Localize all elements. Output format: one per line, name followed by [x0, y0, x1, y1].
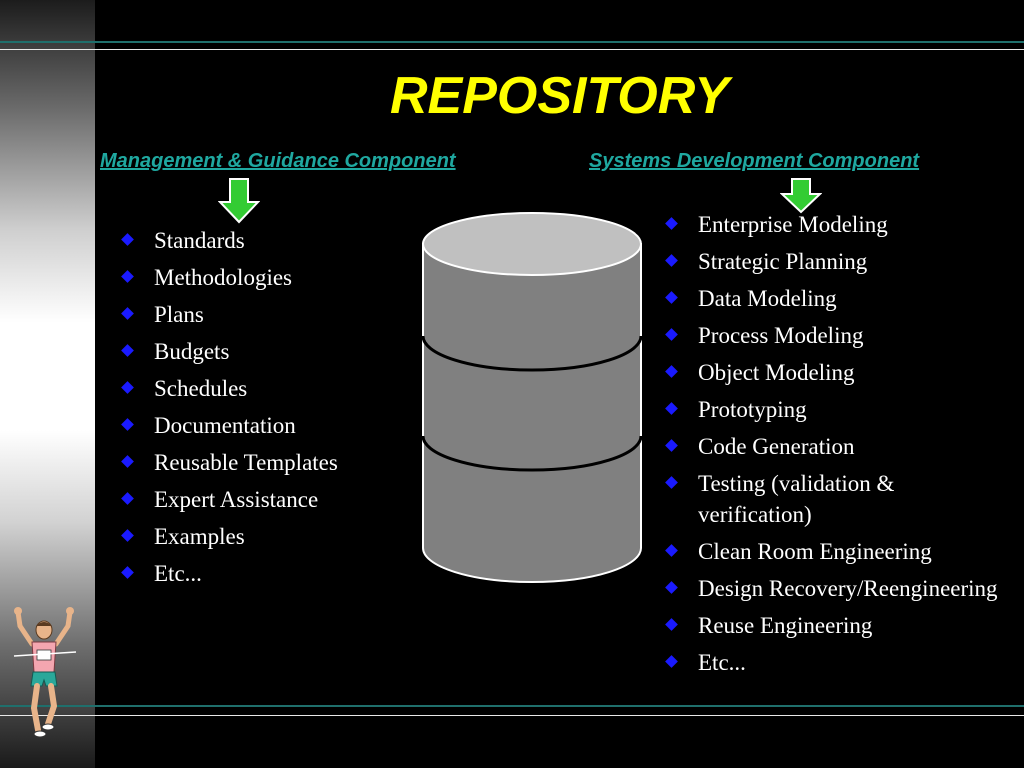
diamond-bullet-icon [121, 492, 134, 505]
diamond-bullet-icon [665, 544, 678, 557]
diamond-bullet-icon [121, 344, 134, 357]
list-item: Expert Assistance [110, 481, 338, 518]
list-item: Prototyping [654, 391, 998, 428]
left-column-heading: Management & Guidance Component [100, 150, 456, 172]
list-item: Standards [110, 222, 338, 259]
list-item: Budgets [110, 333, 338, 370]
right-column-heading: Systems Development Component [589, 150, 920, 172]
sidebar-gradient [0, 0, 95, 768]
list-item: Schedules [110, 370, 338, 407]
bottom-divider-teal [0, 705, 1024, 707]
list-item: Object Modeling [654, 354, 998, 391]
list-item: Documentation [110, 407, 338, 444]
diamond-bullet-icon [665, 439, 678, 452]
right-down-arrow-icon [780, 178, 822, 214]
list-item: Reusable Templates [110, 444, 338, 481]
systems-development-list: Enterprise Modeling Strategic Planning D… [654, 206, 998, 681]
diamond-bullet-icon [665, 291, 678, 304]
diamond-bullet-icon [121, 233, 134, 246]
diamond-bullet-icon [121, 418, 134, 431]
diamond-bullet-icon [665, 328, 678, 341]
diamond-bullet-icon [665, 217, 678, 230]
diamond-bullet-icon [665, 254, 678, 267]
list-item: Reuse Engineering [654, 607, 998, 644]
top-divider-teal [0, 41, 1024, 43]
diamond-bullet-icon [665, 402, 678, 415]
list-item: Enterprise Modeling [654, 206, 998, 243]
list-item: Examples [110, 518, 338, 555]
list-item: Clean Room Engineering [654, 533, 998, 570]
list-item: Methodologies [110, 259, 338, 296]
left-down-arrow-icon [218, 178, 260, 224]
diamond-bullet-icon [665, 365, 678, 378]
list-item: Strategic Planning [654, 243, 998, 280]
diamond-bullet-icon [121, 381, 134, 394]
diamond-bullet-icon [121, 455, 134, 468]
diamond-bullet-icon [121, 307, 134, 320]
diamond-bullet-icon [665, 476, 678, 489]
top-divider-white [0, 49, 1024, 50]
diamond-bullet-icon [665, 618, 678, 631]
list-item: Etc... [654, 644, 998, 681]
list-item: Data Modeling [654, 280, 998, 317]
database-cylinder-icon [421, 212, 643, 583]
diamond-bullet-icon [121, 566, 134, 579]
runner-clipart-icon [13, 607, 77, 738]
bottom-divider-white [0, 715, 1024, 716]
diamond-bullet-icon [665, 581, 678, 594]
list-item: Process Modeling [654, 317, 998, 354]
list-item: Design Recovery/Reengineering [654, 570, 998, 607]
diamond-bullet-icon [121, 270, 134, 283]
list-item: Etc... [110, 555, 338, 592]
list-item: Plans [110, 296, 338, 333]
list-item: Testing (validation & verification) [654, 465, 998, 533]
diamond-bullet-icon [121, 529, 134, 542]
slide-title: REPOSITORY [389, 67, 730, 125]
diamond-bullet-icon [665, 655, 678, 668]
management-list: Standards Methodologies Plans Budgets Sc… [110, 222, 338, 592]
list-item: Code Generation [654, 428, 998, 465]
